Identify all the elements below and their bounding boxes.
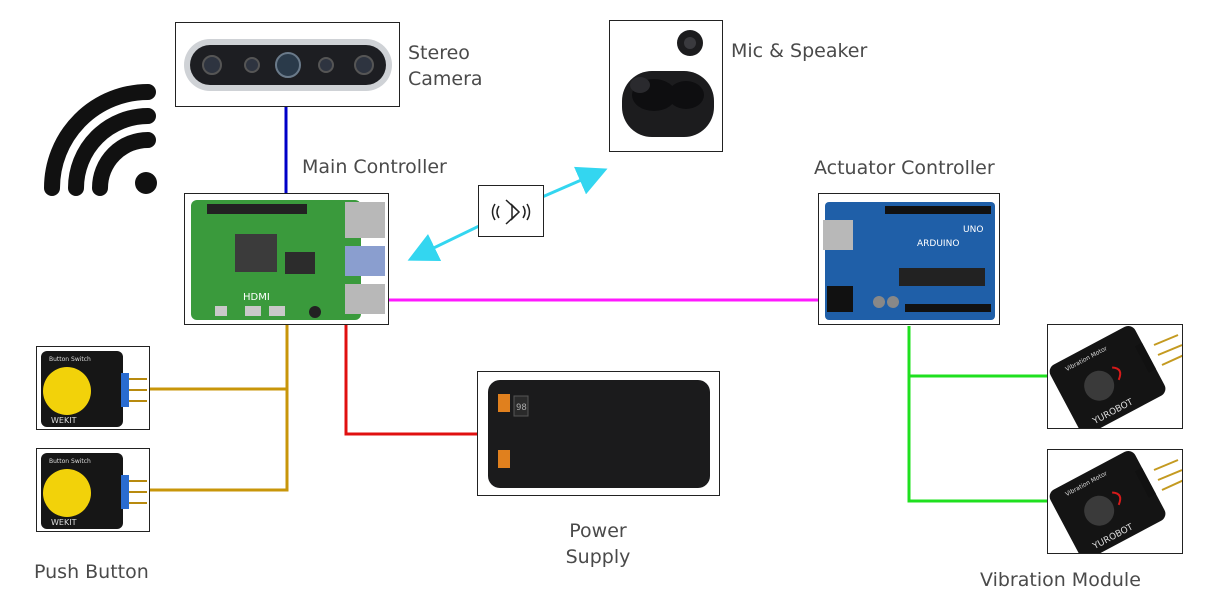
actuator-controller-image: ARDUINO UNO [818, 193, 1000, 325]
vibration-module-label: Vibration Module [980, 569, 1141, 591]
button-link [150, 325, 289, 492]
main-controller-image: HDMI [184, 193, 389, 325]
power-supply-image: 98 [477, 371, 720, 496]
push-button-image-1: Button Switch WEKIT [36, 346, 150, 430]
vibration-link [907, 326, 1047, 503]
actuator-controller-label: Actuator Controller [814, 157, 995, 179]
power-link [344, 325, 477, 436]
stereo-camera-image [175, 22, 400, 107]
vibration-module-image-1: Vibration Motor YUROBOT [1047, 324, 1183, 429]
uno-text: UNO [963, 225, 983, 235]
power-supply-label-line1: Power [569, 520, 627, 542]
wifi-icon [44, 84, 157, 196]
wekit-text: WEKIT [51, 416, 77, 425]
mic-speaker-label: Mic & Speaker [731, 40, 868, 62]
power-supply-label-line2: Supply [565, 546, 631, 568]
wekit-text: WEKIT [51, 518, 77, 527]
push-button-image-2: Button Switch WEKIT [36, 448, 150, 532]
main-controller-label: Main Controller [302, 156, 447, 178]
push-button-label: Push Button [34, 561, 149, 583]
button-switch-text: Button Switch [49, 356, 91, 363]
mic-speaker-image [609, 20, 723, 152]
power-display-text: 98 [516, 403, 527, 413]
stereo-camera-label: Stereo Camera [408, 40, 483, 92]
stereo-camera-label-line1: Stereo [408, 42, 470, 64]
hdmi-text: HDMI [243, 292, 270, 303]
stereo-camera-label-line2: Camera [408, 68, 483, 90]
button-switch-text: Button Switch [49, 458, 91, 465]
bluetooth-icon [478, 185, 544, 237]
power-supply-label: Power Supply [548, 518, 648, 570]
arduino-text: ARDUINO [917, 239, 959, 249]
vibration-module-image-2: Vibration Motor YUROBOT [1047, 449, 1183, 554]
